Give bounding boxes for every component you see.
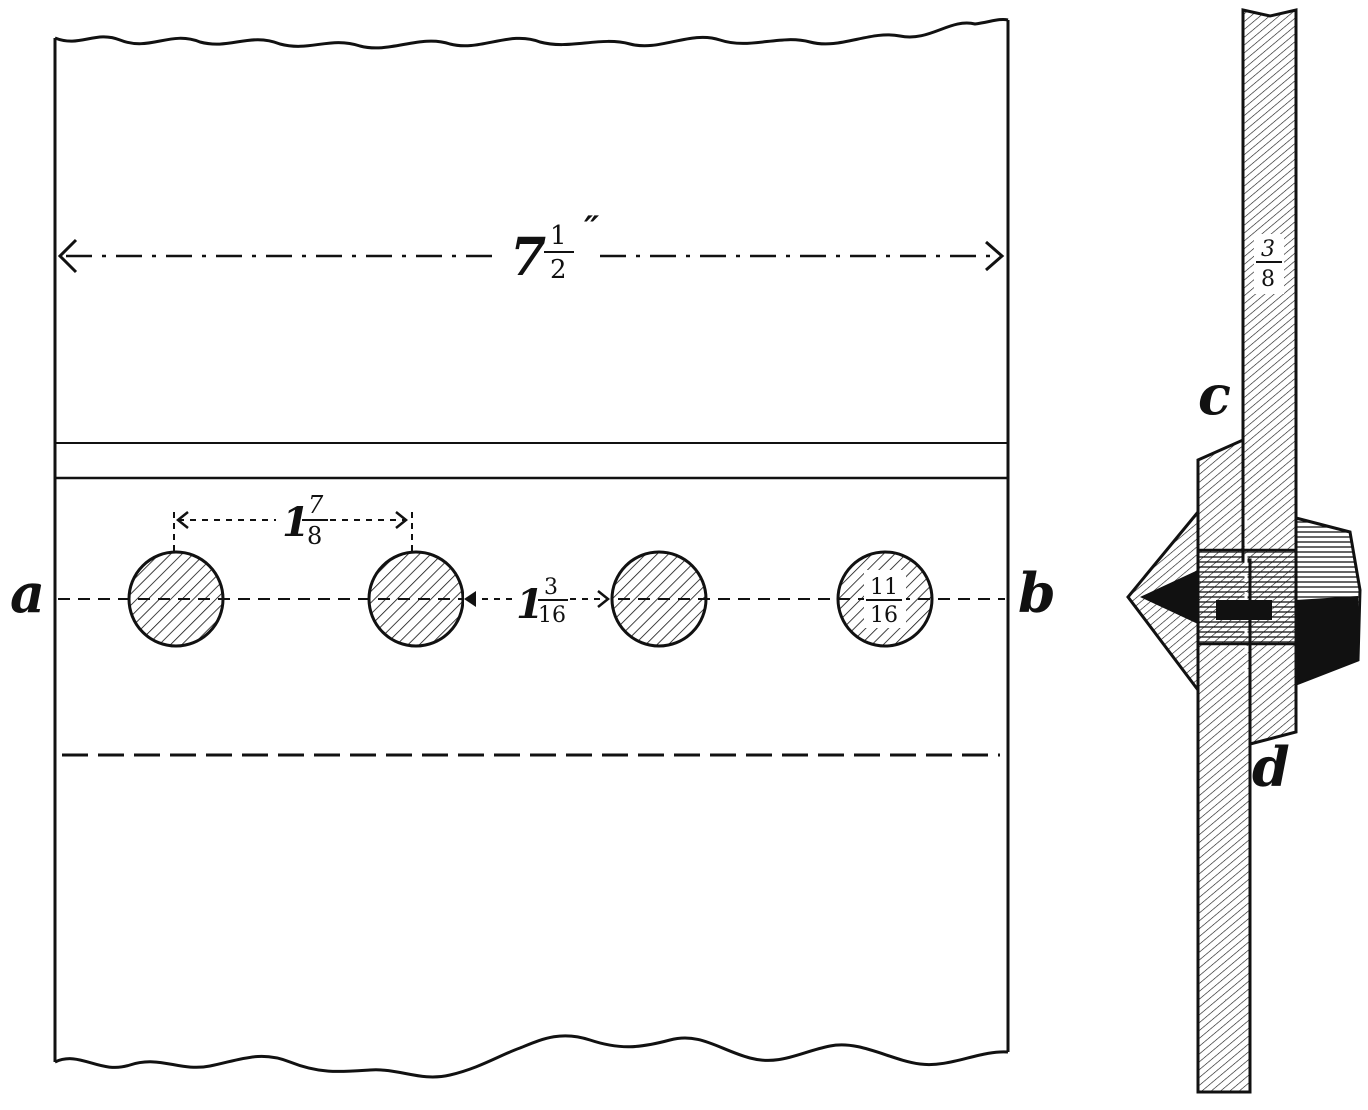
head-shading bbox=[1296, 596, 1358, 684]
rivet-core-mark bbox=[1216, 600, 1272, 620]
arrow-left-icon bbox=[175, 511, 189, 529]
overall-width-whole: 7 bbox=[510, 227, 546, 288]
rivet-spacing-dimension: 1 3 16 bbox=[464, 575, 611, 628]
rivet-pitch-whole: 1 bbox=[282, 499, 310, 546]
arrow-right-icon bbox=[985, 240, 1005, 272]
cone-shading bbox=[1140, 570, 1198, 624]
arrow-right-icon bbox=[597, 590, 611, 608]
rivet-diameter-numerator: 11 bbox=[870, 575, 898, 600]
lower-plate-section bbox=[1196, 437, 1252, 1094]
rivet-pitch-dimension: 1 7 8 bbox=[173, 491, 413, 552]
section-label-c: c bbox=[1198, 363, 1231, 427]
rivet-pitch-numerator: 7 bbox=[308, 491, 324, 519]
arrow-right-icon bbox=[395, 511, 409, 529]
inch-mark: ″ bbox=[584, 209, 599, 249]
plate-bottom-break-edge bbox=[54, 1034, 1009, 1079]
section-label-b: b bbox=[1018, 561, 1056, 625]
rivet-diameter-denominator: 16 bbox=[870, 603, 898, 628]
section-view: 3 8 c d bbox=[1126, 8, 1362, 1094]
plate-thickness-backdrop bbox=[1254, 234, 1284, 294]
overall-width-numerator: 1 bbox=[550, 221, 567, 251]
overall-width-dimension: 7 1 2 ″ bbox=[57, 209, 1005, 288]
rivet-head bbox=[610, 550, 708, 648]
arrow-left-icon bbox=[464, 591, 476, 607]
rivet-spacing-denominator: 16 bbox=[538, 603, 566, 628]
plan-view: 7 1 2 ″ a b 11 16 1 7 8 bbox=[10, 18, 1056, 1079]
rivet-pitch-denominator: 8 bbox=[307, 522, 322, 550]
rivet-head bbox=[127, 550, 225, 648]
rivet-head bbox=[367, 550, 465, 648]
section-label-a: a bbox=[10, 561, 45, 625]
overall-width-denominator: 2 bbox=[550, 255, 567, 285]
arrow-left-icon bbox=[57, 238, 78, 274]
section-label-d: d bbox=[1252, 735, 1290, 799]
rivet-spacing-whole: 1 bbox=[516, 581, 544, 628]
plate-thickness-numerator: 3 bbox=[1261, 237, 1275, 262]
rivet-spacing-numerator: 3 bbox=[544, 575, 558, 600]
plate-thickness-denominator: 8 bbox=[1261, 267, 1275, 292]
plate-top-break-edge bbox=[54, 18, 1009, 50]
